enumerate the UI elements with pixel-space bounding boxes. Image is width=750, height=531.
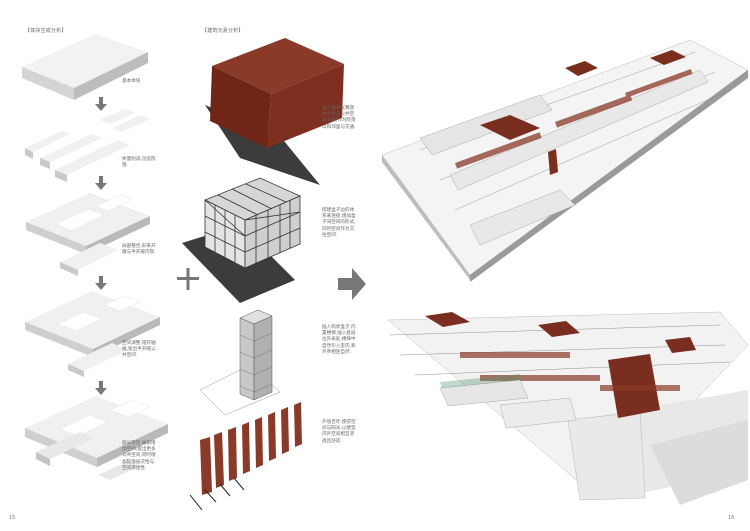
form-step-5-note: 部分架空,局部增加空间,提出更多公共空间,同时增加院落层次性与空间渗透性. [122,441,156,471]
right-arrow-icon [338,268,366,300]
plus-icon [177,268,199,290]
element-note-stair: 插入筒状盒子,内置楼梯,插入各层边外表处,楼梯中自然引入室内,和外界相连自然. [322,325,356,355]
brick-box [210,38,344,148]
massing-step-3 [26,193,150,276]
massing-step-1 [22,34,148,100]
massing-step-5 [25,396,168,480]
louver-panels [200,402,302,495]
aerial-model-top [381,39,749,282]
form-step-2-note: 体量削减,创造院落. [122,157,156,169]
page-number-left: 15 [9,515,16,521]
frame-structure [182,177,301,303]
step-arrows [95,97,107,395]
aerial-model-bottom [387,311,749,505]
stair-tower [199,309,281,416]
element-note-box: 插入盒子以释放共享性与公共空间,同时作为院落以和邻里与交通. [322,106,356,130]
form-step-1-note: 基本体块 [122,79,141,84]
louver-shadows [189,477,245,511]
element-note-frame: 搭建盒子边的体系来连接,增加盒子间空间的形式,同时空间作为交往空间. [322,208,356,238]
form-analysis-title: 【体块生成分析】 [25,28,67,34]
element-note-louver: 外墙百叶,使得空间与阳光,以便室内外空间相互渗透且舒适. [322,420,356,444]
massing-step-2 [25,109,150,182]
element-analysis-title: 【建筑元素分析】 [202,28,244,34]
form-step-3-note: 局部整合,形来开敞与半开敞内院. [122,244,156,256]
massing-step-4 [25,291,160,377]
form-step-4-note: 空间调整,错开轴线,留出半开敞公共空间. [122,341,156,359]
page-number-right: 16 [728,515,735,521]
